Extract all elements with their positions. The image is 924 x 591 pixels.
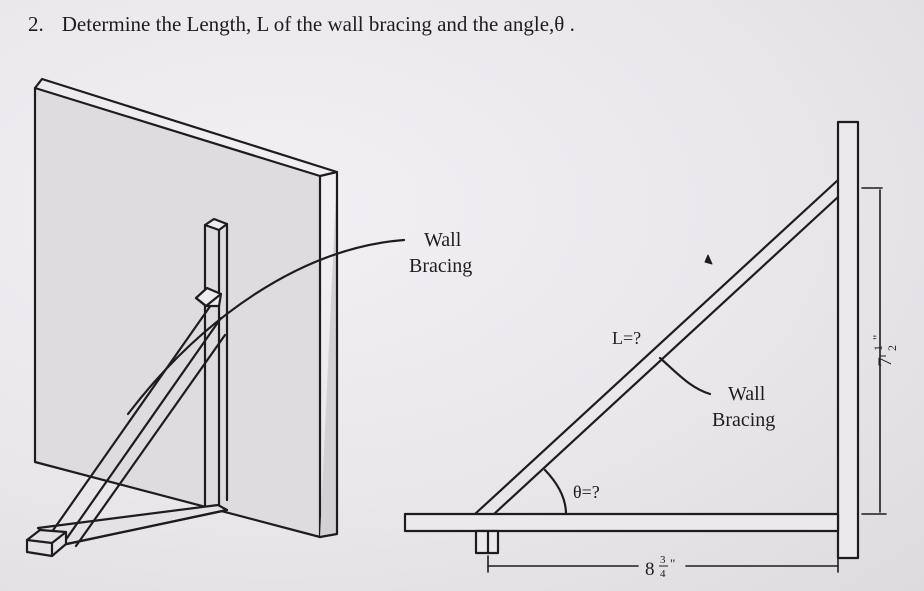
right-callout-label-line2: Bracing <box>712 409 775 431</box>
wall-panel-illustration <box>33 77 339 539</box>
right-callout-label-line1: Wall <box>728 383 766 405</box>
length-label: L=? <box>612 328 641 348</box>
height-dimension <box>861 187 887 515</box>
left-callout-label-line2: Bracing <box>409 255 472 277</box>
cursor-mark-icon <box>704 254 713 265</box>
wall-panel-side-edge <box>318 170 339 539</box>
question-text: Determine the Length, L of the wall brac… <box>61 12 575 36</box>
elevation-base-plate <box>403 512 840 533</box>
height-value: 7 1 2 " <box>870 335 899 367</box>
height-numerator: 1 <box>871 345 885 351</box>
brace-foot-block-illustration <box>25 528 68 558</box>
vertical-stud-illustration <box>203 217 229 510</box>
base-denominator: 4 <box>660 568 666 580</box>
wall-panel-face <box>35 88 320 537</box>
base-whole: 8 <box>645 559 655 580</box>
wall-panel-top-edge <box>33 77 339 178</box>
angle-label: θ=? <box>573 482 600 502</box>
angle-arc <box>543 468 568 516</box>
left-callout-label-line1: Wall <box>424 229 462 251</box>
height-denominator: 2 <box>885 345 899 351</box>
question-heading: 2. Determine the Length, L of the wall b… <box>28 12 575 37</box>
question-number: 2. <box>28 12 44 36</box>
base-numerator: 3 <box>660 554 666 566</box>
base-dimension <box>487 530 839 573</box>
base-value: 8 3 4 " <box>645 554 675 580</box>
left-callout-leader <box>126 238 406 416</box>
elevation-diagram <box>403 120 860 560</box>
elevation-brace-lower <box>492 195 840 516</box>
height-unit: " <box>870 335 885 340</box>
right-callout-leader <box>658 356 712 396</box>
base-unit: " <box>670 556 675 571</box>
elevation-stud <box>836 120 860 560</box>
elevation-brace-upper <box>473 178 840 516</box>
height-whole: 7 <box>875 357 896 367</box>
diagonal-brace-illustration <box>40 286 227 550</box>
